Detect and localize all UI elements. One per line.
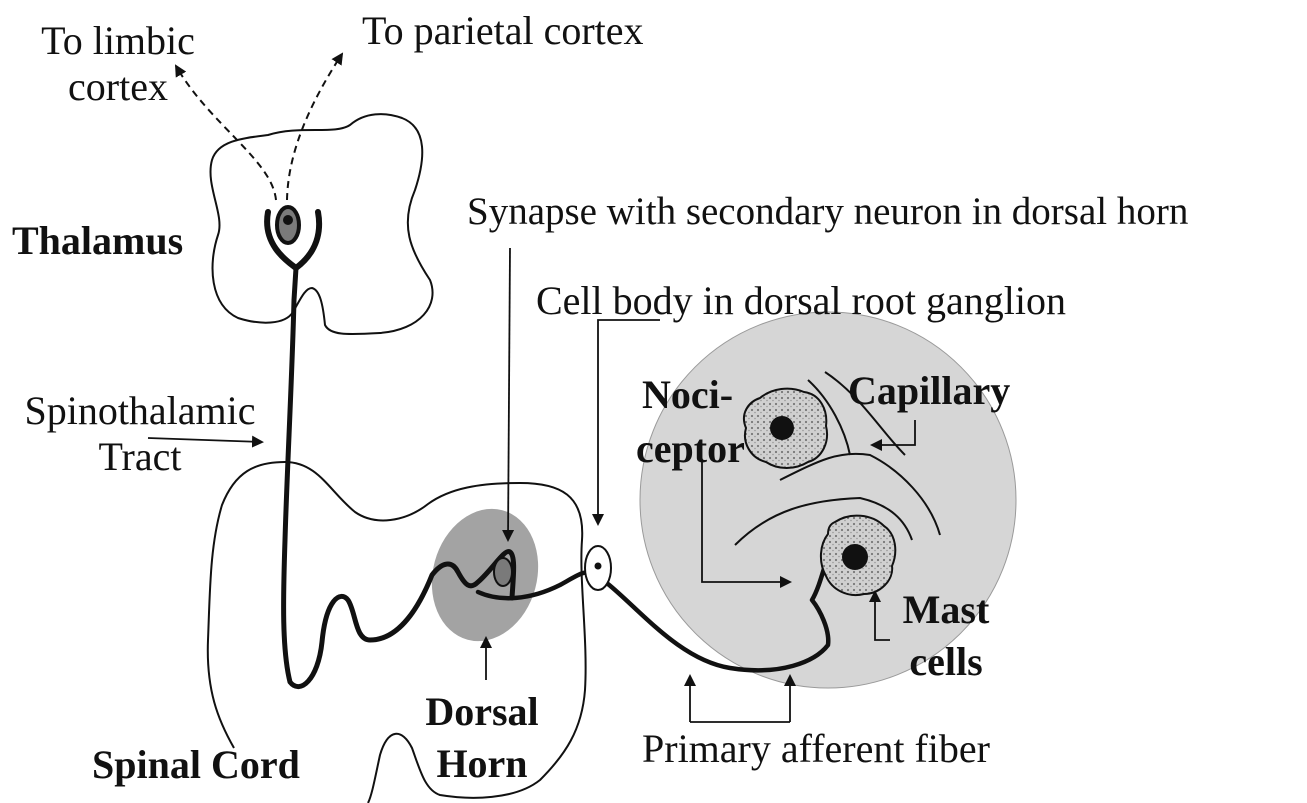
capillary-label: Capillary	[848, 368, 1010, 414]
mast-cells-label: Mast cells	[896, 584, 996, 688]
cell-body-label: Cell body in dorsal root ganglion	[536, 278, 1066, 324]
dorsal-horn-line2: Horn	[412, 738, 552, 790]
to-parietal-cortex-label: To parietal cortex	[362, 8, 644, 54]
thalamus-label: Thalamus	[12, 218, 183, 264]
synapse-pointer-arrow	[508, 248, 510, 540]
to-limbic-line2: cortex	[28, 64, 208, 110]
primary-afferent-fiber-label: Primary afferent fiber	[642, 726, 990, 772]
mast-line2: cells	[896, 636, 996, 688]
mast-line1: Mast	[896, 584, 996, 636]
dorsal-horn-synapse-cell	[494, 558, 512, 586]
nociceptor-line1: Noci-	[636, 368, 745, 422]
to-parietal-dashed-arrow	[287, 54, 342, 200]
spinothalamic-line2: Tract	[4, 434, 276, 480]
spinothalamic-line1: Spinothalamic	[4, 388, 276, 434]
dorsal-horn-label: Dorsal Horn	[412, 686, 552, 790]
spinothalamic-tract-label: Spinothalamic Tract	[4, 388, 276, 480]
nociceptor-label: Noci- ceptor	[636, 368, 745, 476]
nociceptor-line2: ceptor	[636, 422, 745, 476]
to-limbic-line1: To limbic	[28, 18, 208, 64]
spinal-cord-label: Spinal Cord	[92, 742, 300, 788]
synapse-label: Synapse with secondary neuron in dorsal …	[467, 190, 1188, 235]
to-limbic-cortex-label: To limbic cortex	[28, 18, 208, 110]
dorsal-horn-line1: Dorsal	[412, 686, 552, 738]
